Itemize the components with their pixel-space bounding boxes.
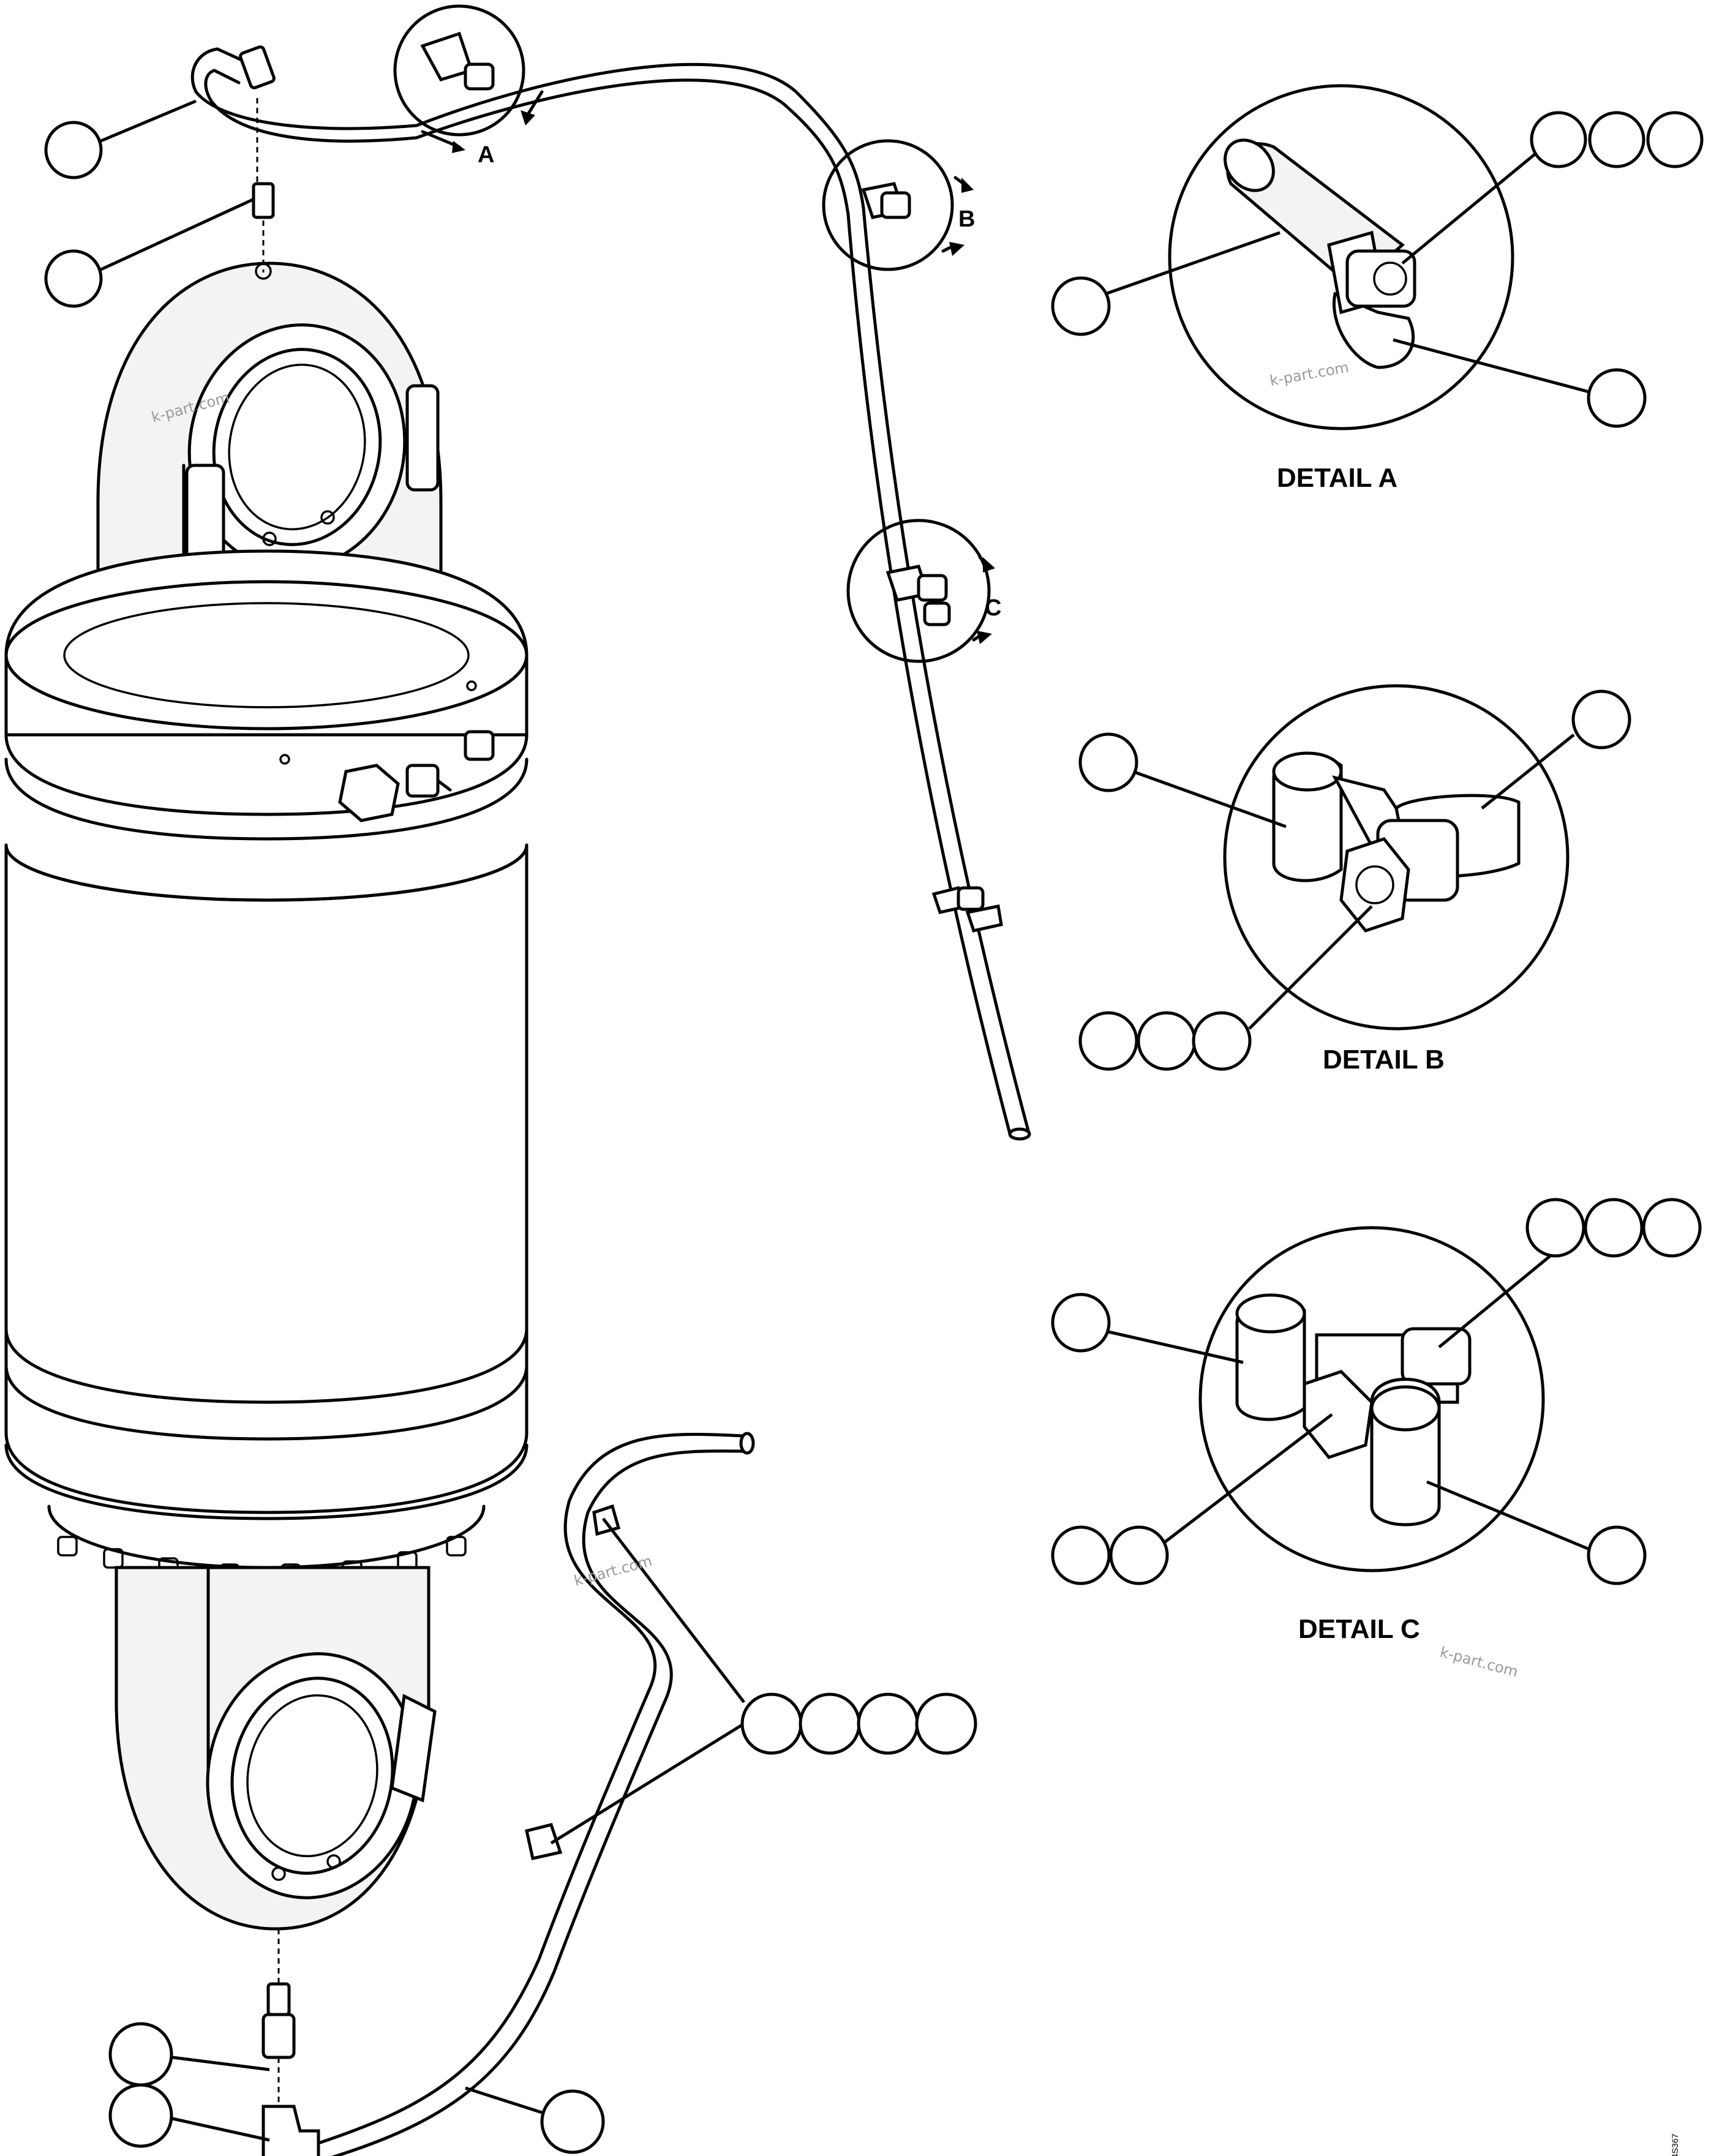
view-circle-a: A [393,4,544,168]
detail-c: DETAIL C [1198,1226,1545,1644]
view-tag-a: A [478,142,494,168]
callout-group-three [1530,111,1704,168]
callout-bubble [1587,1525,1647,1585]
bleed-port-hex [338,764,400,822]
callout-bubble [108,2083,173,2148]
hydraulic-cylinder [4,261,528,1931]
detail-b: DETAIL B [1223,684,1570,1075]
callout-bubble [44,121,103,179]
detail-b-label: DETAIL B [1323,1045,1445,1075]
view-circle-b: B [822,139,975,271]
callout-group-three [1078,1011,1252,1071]
callout-bubble [540,2089,605,2154]
callout-bubble [1571,689,1631,749]
view-tag-b: B [958,206,975,232]
bottom-elbow-fitting [261,2105,320,2156]
callout-bubble [1587,368,1647,428]
view-tag-c: C [985,595,1001,621]
detail-c-label: DETAIL C [1298,1614,1420,1644]
callout-bubble [1051,1293,1111,1353]
callout-bubble [108,2022,173,2087]
watermark: k-part.com [1438,1643,1519,1681]
callouts [44,99,1704,2154]
figure-number: 4S367 [1670,2133,1680,2156]
detail-a-label: DETAIL A [1277,463,1397,493]
bottom-grease-fitting [266,1982,291,2016]
bottom-grease-line [261,1432,755,2156]
callout-bubble [44,249,103,308]
callout-group-three [1525,1198,1702,1258]
top-grease-line [190,45,1031,1141]
view-circle-c: C [846,519,1001,663]
callout-bubble [1078,732,1138,792]
callout-group-two [1051,1525,1169,1585]
detail-a: DETAIL A [1168,84,1514,493]
top-grease-fitting [252,182,275,219]
callout-group-four [740,1692,977,1755]
callout-bubble [1051,276,1111,336]
watermark: k-part.com [572,1552,653,1590]
watermark: k-part.com [1268,359,1350,389]
